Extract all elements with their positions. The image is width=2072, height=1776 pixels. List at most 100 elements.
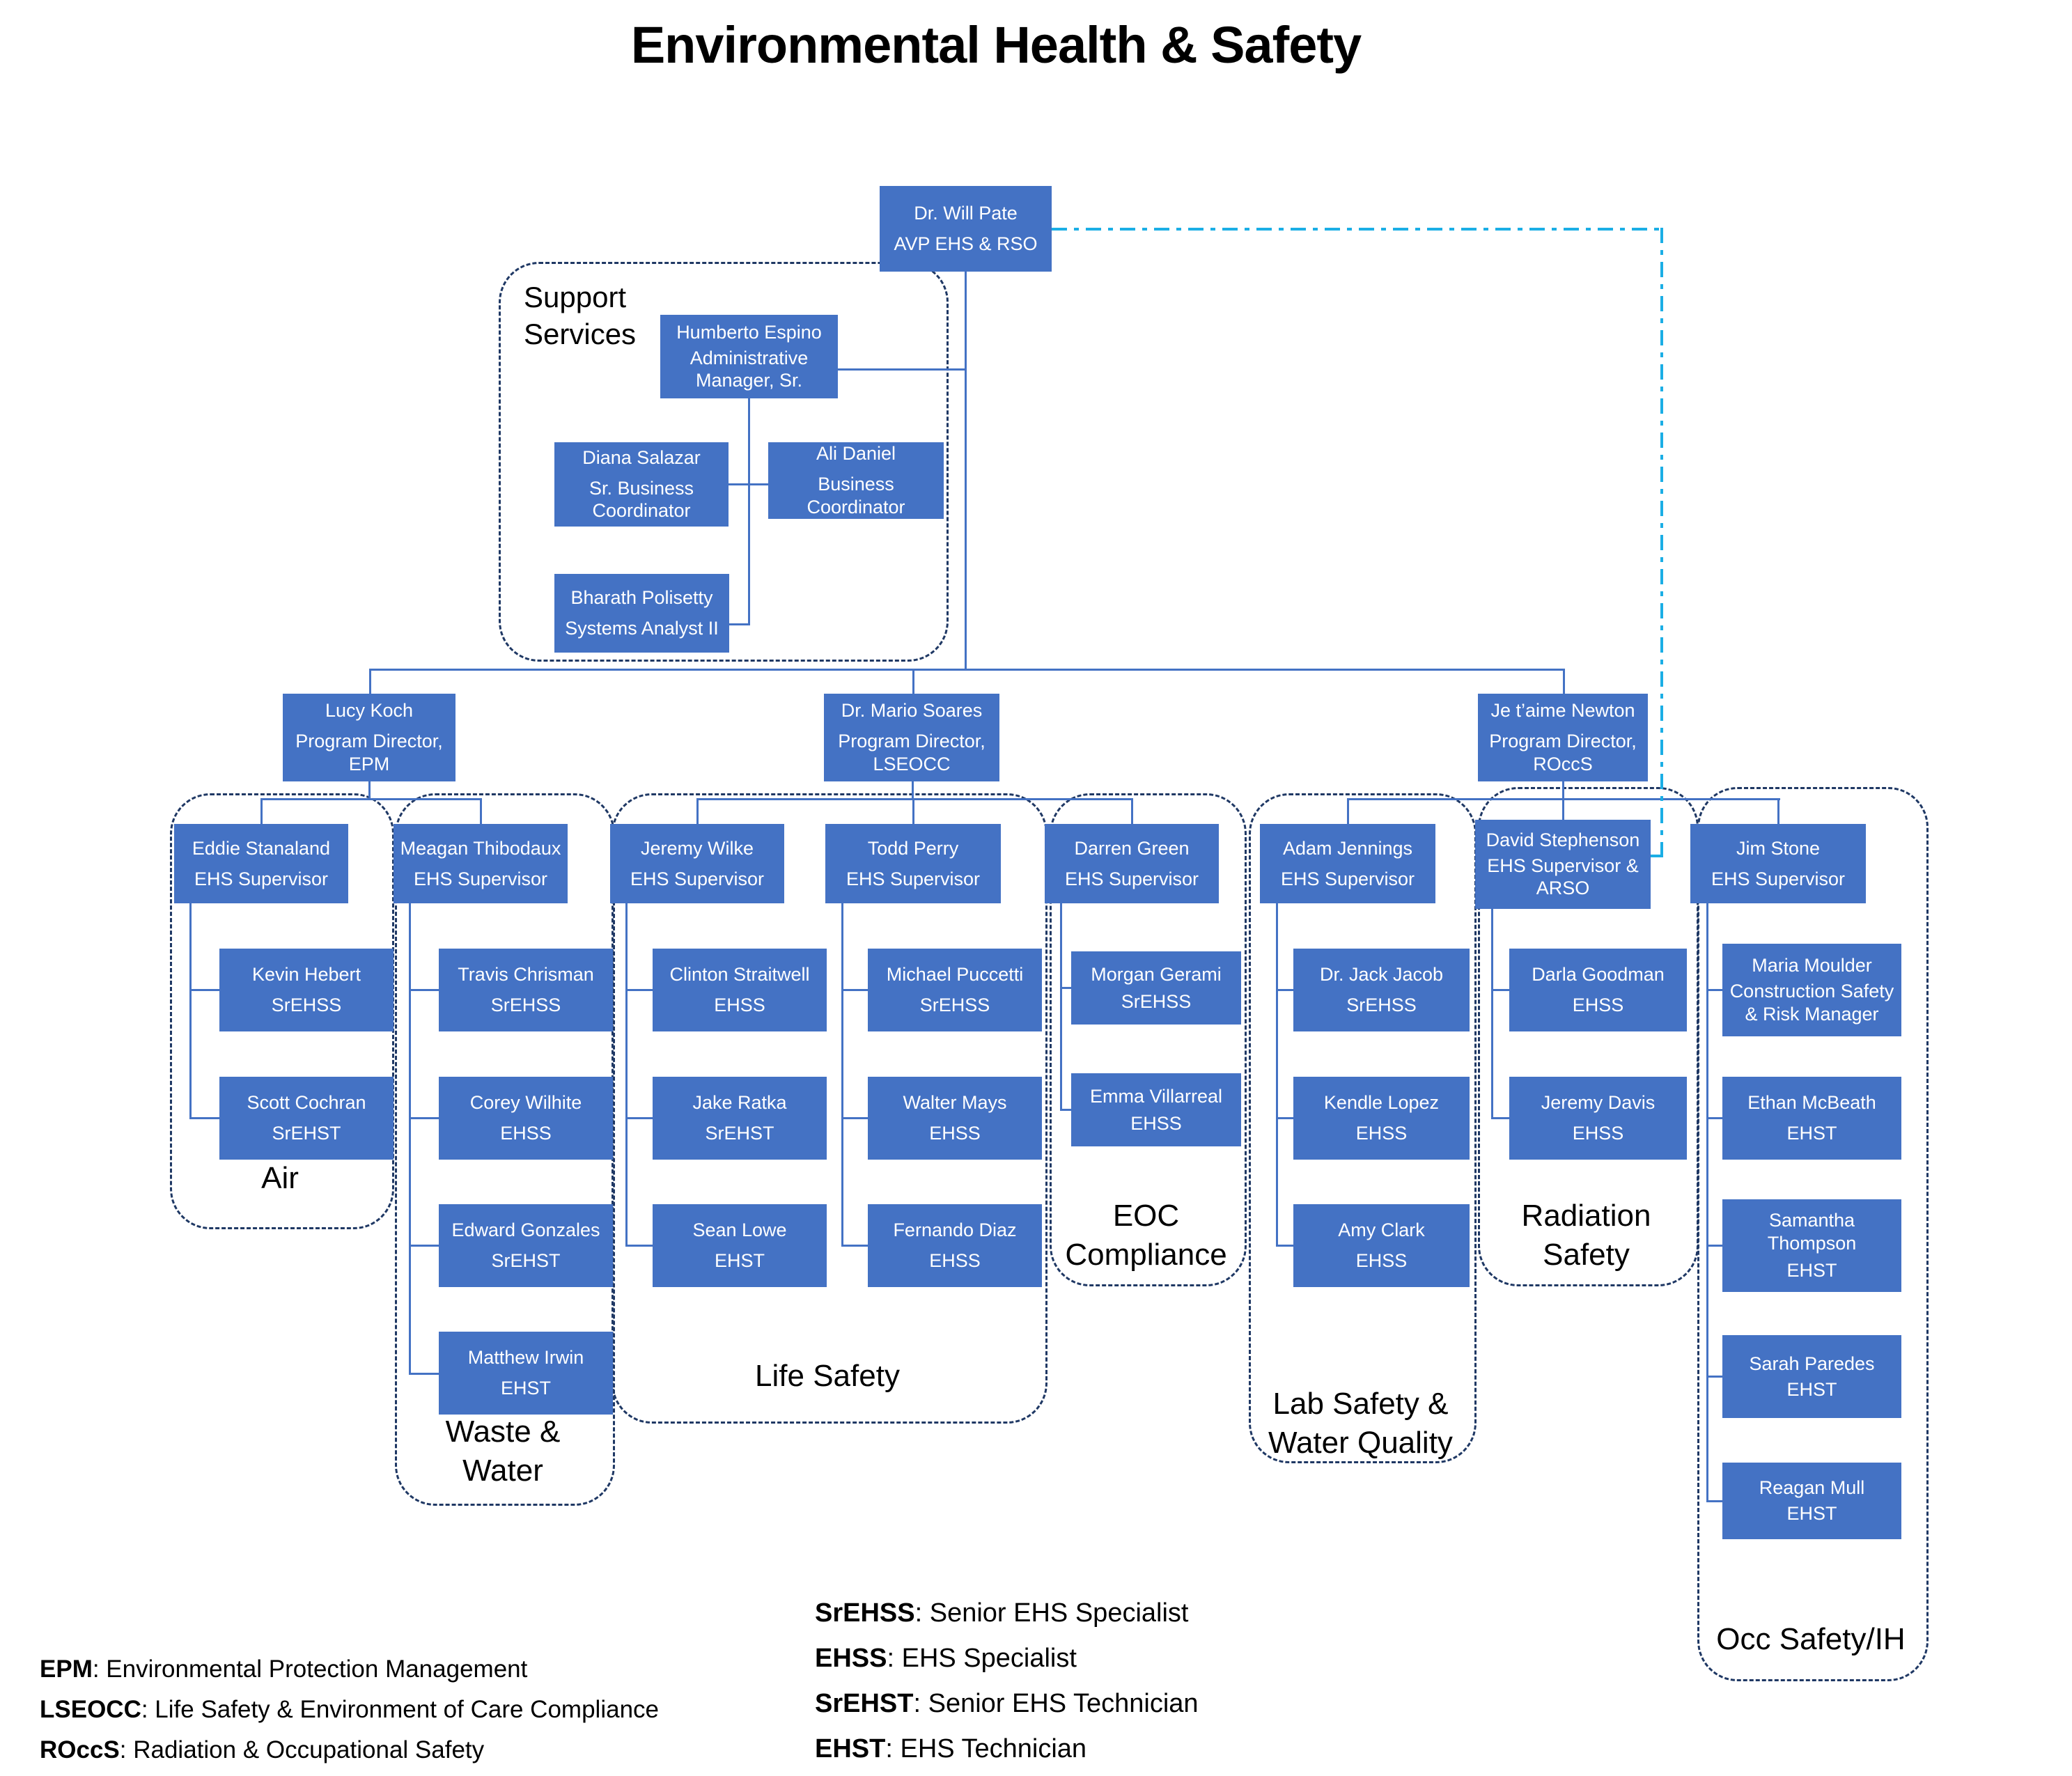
person-role: EHSS xyxy=(1355,1123,1408,1144)
person-role: EHST xyxy=(500,1378,551,1399)
person-role: SrEHST xyxy=(272,1123,341,1144)
person-role: EHSS xyxy=(1355,1250,1408,1271)
connector-line xyxy=(369,669,371,694)
connector-line xyxy=(841,1117,868,1119)
connector-line xyxy=(1060,903,1062,1111)
person-role: EHSS xyxy=(1572,1123,1624,1144)
connector-line xyxy=(409,989,439,991)
dotted-reporting-line xyxy=(1660,228,1663,856)
legend-entry: LSEOCC: Life Safety & Environment of Car… xyxy=(40,1696,659,1723)
person-role: EHST xyxy=(714,1250,765,1271)
person-role: Construction Safety & Risk Manager xyxy=(1729,981,1894,1025)
connector-line xyxy=(369,669,1565,671)
person-name: Dr. Will Pate xyxy=(914,203,1018,224)
connector-line xyxy=(1777,798,1779,824)
person-name: Sarah Paredes xyxy=(1749,1353,1875,1374)
connector-line xyxy=(480,798,482,824)
person-role: EHS Supervisor & ARSO xyxy=(1487,855,1639,899)
group-label-life-safety: Life Safety xyxy=(755,1359,900,1393)
connector-line xyxy=(841,1245,868,1247)
person-name: Michael Puccetti xyxy=(886,964,1024,986)
person-role: EHS Supervisor xyxy=(194,868,329,889)
connector-line xyxy=(1491,989,1509,991)
person-name: Kevin Hebert xyxy=(251,964,361,986)
person-role: EHST xyxy=(1786,1259,1837,1281)
legend-entry: EHSS: EHS Specialist xyxy=(815,1644,1077,1673)
connector-line xyxy=(409,903,411,1375)
person-name: Adam Jennings xyxy=(1282,837,1413,859)
person-name: Darla Goodman xyxy=(1532,964,1665,986)
person-role: Program Director, EPM xyxy=(295,731,443,774)
connector-line xyxy=(625,1245,653,1247)
person-role: SrEHSS xyxy=(271,995,342,1015)
person-role: EHST xyxy=(1786,1503,1837,1524)
person-role: EHS Supervisor xyxy=(846,868,981,889)
connector-line xyxy=(1562,781,1564,800)
group-label-eoc-compliance: EOC Compliance xyxy=(1065,1199,1227,1272)
person-name: Amy Clark xyxy=(1338,1220,1425,1241)
person-name: Edward Gonzales xyxy=(451,1220,600,1241)
group-label-air: Air xyxy=(261,1161,299,1195)
connector-line xyxy=(696,798,699,824)
person-role: SrEHST xyxy=(491,1250,561,1271)
connector-line xyxy=(1060,987,1071,989)
person-role: EHS Supervisor xyxy=(1280,868,1415,889)
connector-line xyxy=(189,989,219,991)
connector-line xyxy=(912,669,914,694)
group-label-radiation-safety: Radiation Safety xyxy=(1521,1199,1651,1272)
person-name: Jeremy Wilke xyxy=(640,837,754,859)
person-role: EHST xyxy=(1786,1378,1837,1400)
connector-line xyxy=(729,623,749,625)
page-title: Environmental Health & Safety xyxy=(630,16,1362,74)
group-label-support-services: Support Services xyxy=(524,281,637,351)
person-name: Humberto Espino xyxy=(676,321,822,343)
person-name: David Stephenson xyxy=(1486,829,1640,850)
person-role: AVP EHS & RSO xyxy=(894,233,1038,254)
person-name: Maria Moulder xyxy=(1752,955,1872,976)
group-label-waste-water: Waste & Water xyxy=(445,1415,561,1488)
connector-line xyxy=(409,1117,439,1119)
person-role: EHSS xyxy=(1572,995,1624,1015)
person-role: SrEHSS xyxy=(1121,990,1192,1012)
connector-line xyxy=(189,903,192,1119)
connector-line xyxy=(625,903,628,1247)
person-name: Todd Perry xyxy=(867,837,959,859)
connector-line xyxy=(260,798,263,824)
person-name: Meagan Thibodaux xyxy=(400,837,561,859)
person-name: Corey Wilhite xyxy=(469,1092,582,1114)
connector-line xyxy=(1706,1117,1722,1119)
connector-line xyxy=(1563,669,1565,694)
person-role: Program Director, LSEOCC xyxy=(838,731,986,774)
connector-line xyxy=(1706,1500,1722,1502)
person-name: Morgan Gerami xyxy=(1091,963,1222,985)
person-name: Emma Villarreal xyxy=(1089,1085,1223,1107)
dotted-reporting-line xyxy=(1651,855,1663,857)
connector-line xyxy=(409,1373,439,1375)
connector-line xyxy=(1562,798,1564,820)
connector-line xyxy=(1491,1117,1509,1119)
connector-line xyxy=(696,798,1133,800)
connector-line xyxy=(625,989,653,991)
connector-line xyxy=(409,1245,439,1247)
